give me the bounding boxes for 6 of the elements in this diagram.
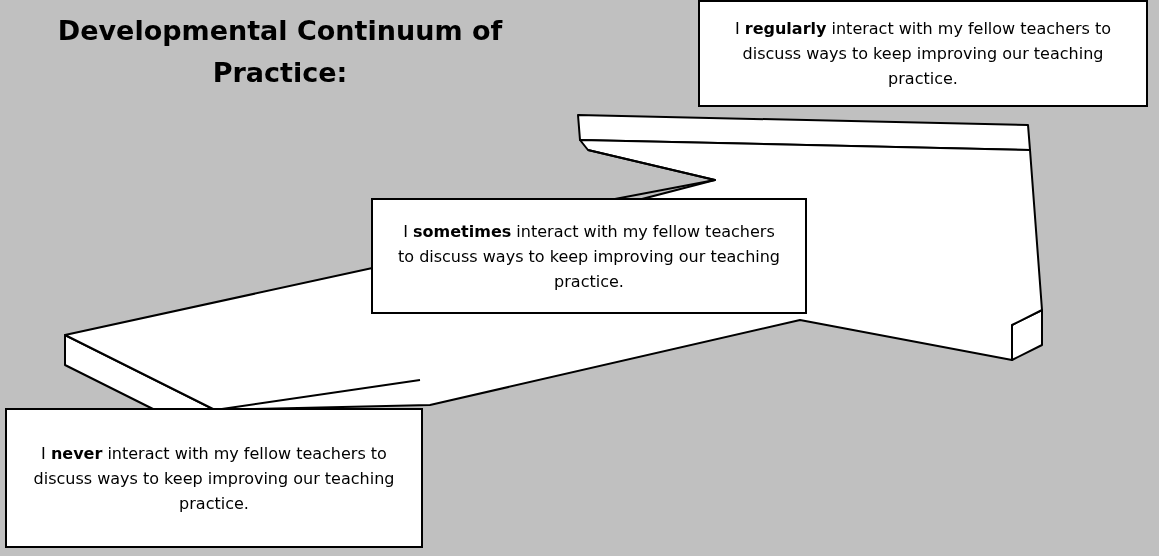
text-box: [371, 198, 807, 314]
text-box: [698, 0, 1148, 107]
statement-text: I regularly interact with my fellow teachers to discuss ways to keep improving our teaching practice.: [733, 18, 1113, 90]
statement-text: I never interact with my fellow teachers to discuss ways to keep improving our teaching practice.: [32, 442, 396, 515]
title: Developmental Continuum of Practice:: [56, 14, 504, 90]
statement-text: I sometimes interact with my fellow teachers to discuss ways to keep improving our teaching practice.: [397, 220, 781, 293]
